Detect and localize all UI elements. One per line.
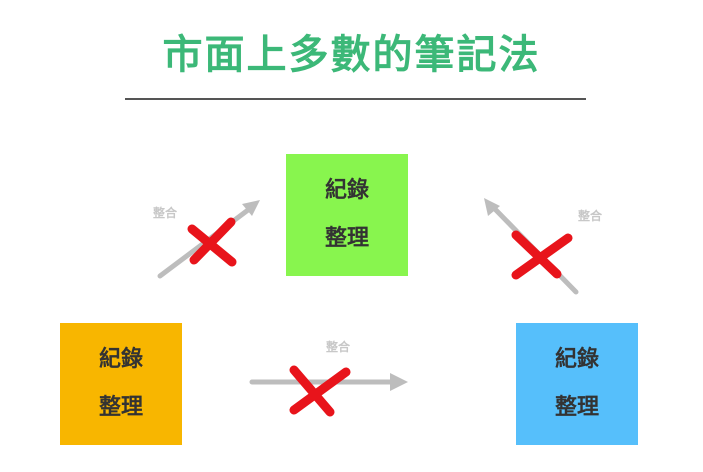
cross-icon-left-to-right <box>289 365 351 417</box>
label-left-to-right: 整合 <box>326 340 351 354</box>
box-right-line1: 紀錄 <box>554 347 599 372</box>
title-divider <box>125 98 586 100</box>
cross-icon-right-to-top <box>511 230 573 280</box>
notes-box-top: 紀錄 整理 <box>286 154 408 276</box>
arrowhead-left-to-top <box>242 200 260 216</box>
box-right-line2: 整理 <box>554 395 599 420</box>
notes-box-right: 紀錄 整理 <box>516 323 638 445</box>
page-title: 市面上多數的筆記法 <box>162 32 541 78</box>
box-left-line2: 整理 <box>98 395 143 420</box>
cross-icon-left-to-top <box>187 217 237 267</box>
arrowhead-left-to-right <box>390 373 408 391</box>
box-top-line2: 整理 <box>324 226 369 251</box>
box-left-line1: 紀錄 <box>98 347 143 372</box>
box-top-line1: 紀錄 <box>324 178 369 203</box>
label-right-to-top: 整合 <box>578 209 603 223</box>
label-left-to-top: 整合 <box>153 206 178 220</box>
arrowhead-right-to-top <box>484 198 500 216</box>
notes-box-left: 紀錄 整理 <box>60 323 182 445</box>
